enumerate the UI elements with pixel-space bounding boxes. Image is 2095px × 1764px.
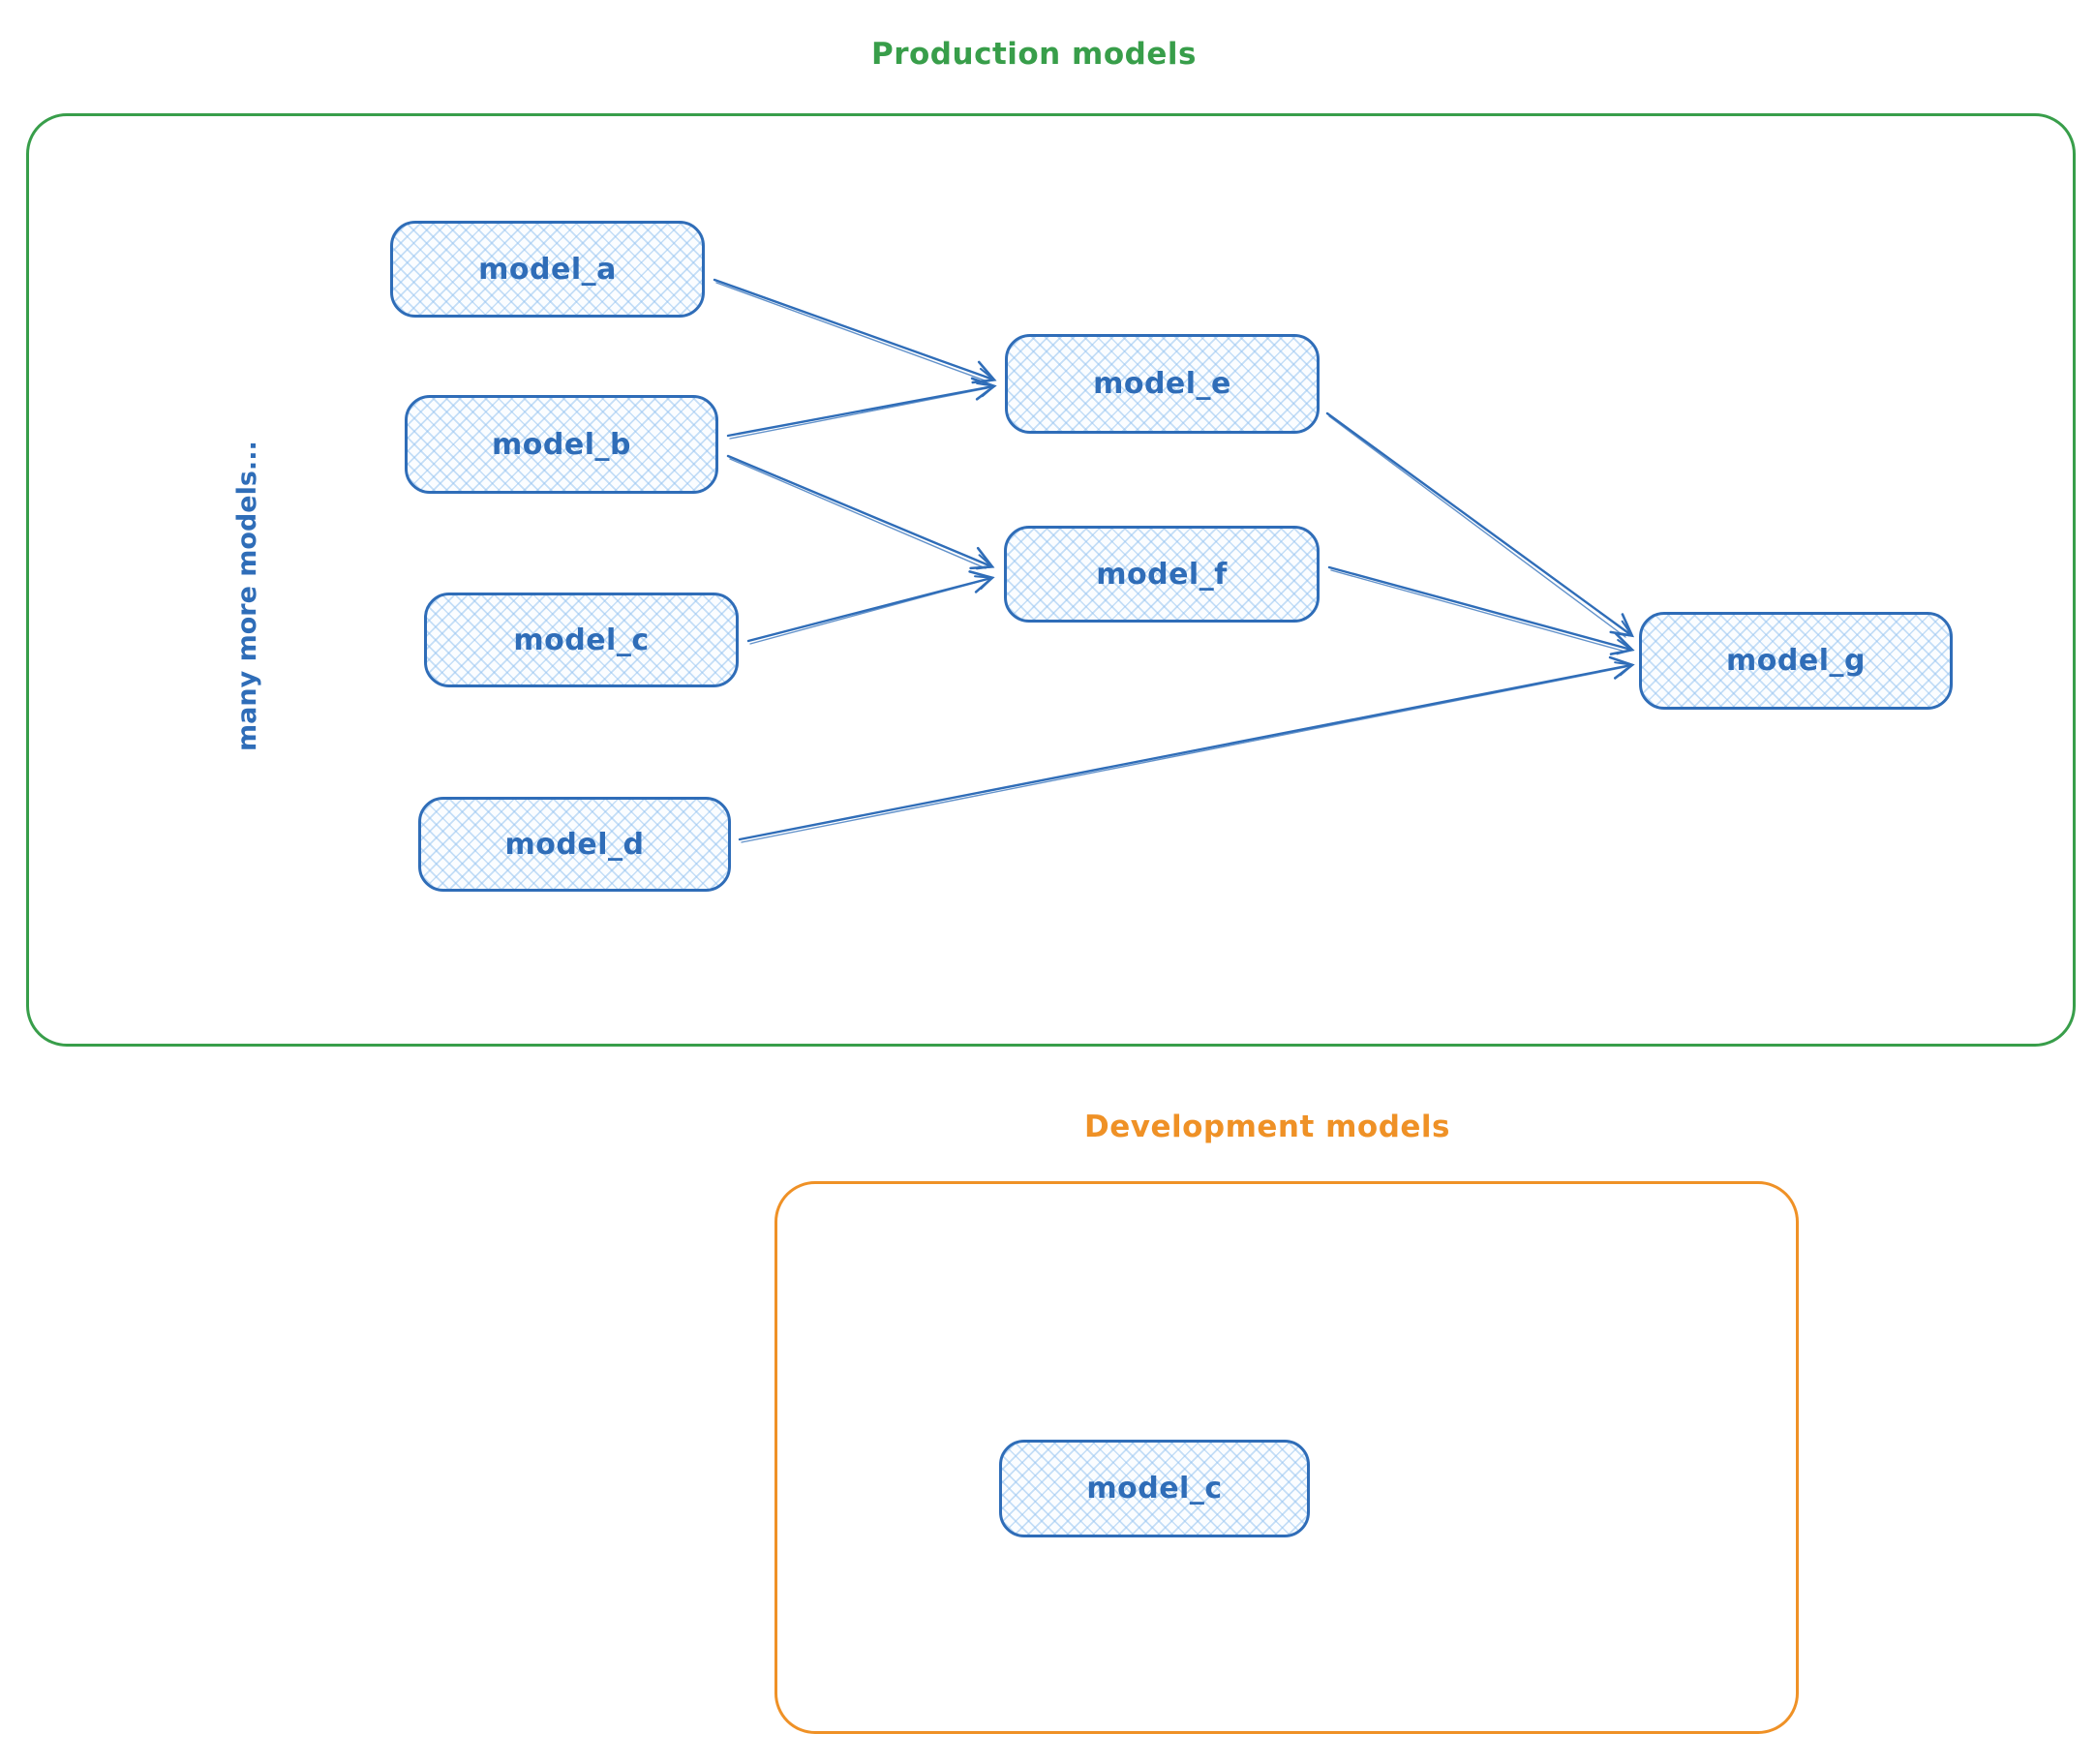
node-label-model_c: model_c [513,623,650,657]
node-model_g[interactable]: model_g [1639,612,1953,710]
node-label-model_g: model_g [1726,644,1866,678]
node-label-model_e: model_e [1093,367,1231,401]
development-frame[interactable] [774,1181,1799,1734]
node-model_b[interactable]: model_b [405,395,718,494]
node-model_a[interactable]: model_a [390,221,705,318]
production-frame-title: Production models [871,37,1197,72]
node-model_d[interactable]: model_d [418,797,731,892]
development-frame-title: Development models [1084,1110,1451,1144]
node-model_e[interactable]: model_e [1005,334,1320,434]
node-model_f[interactable]: model_f [1004,526,1320,623]
node-model_c[interactable]: model_c [424,593,739,687]
node-dev_model_c[interactable]: model_c [999,1440,1310,1537]
production-frame[interactable] [26,113,2076,1047]
node-label-model_a: model_a [478,252,617,287]
node-label-model_d: model_d [504,827,645,862]
node-label-dev_model_c: model_c [1086,1472,1223,1505]
node-label-model_b: model_b [492,427,631,462]
side-note-many-more-models: many more models... [232,441,262,751]
node-label-model_f: model_f [1096,557,1228,592]
